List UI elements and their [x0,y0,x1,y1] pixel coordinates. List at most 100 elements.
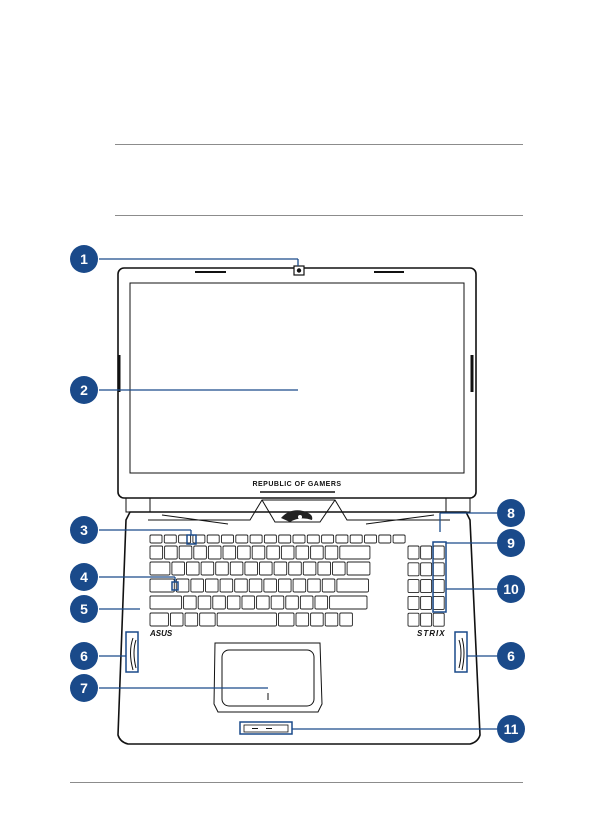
keyboard-key [172,562,185,575]
keyboard-key [315,596,328,609]
keyboard-key [300,596,313,609]
keyboard-key [421,546,432,559]
keyboard-key [260,562,273,575]
svg-text:7: 7 [80,680,88,696]
callout-5: 5 [70,595,98,623]
keyboard-key [198,596,211,609]
keyboard-key [421,613,432,626]
keyboard-key [293,579,306,592]
svg-text:3: 3 [80,522,88,538]
keyboard-key [408,596,419,609]
keyboard-key [165,546,178,559]
keyboard-key [249,579,262,592]
keyboard-key [264,535,276,543]
keyboard-key [238,546,251,559]
keyboard-key [185,613,198,626]
keyboard-key [408,613,419,626]
keyboard-key [433,563,444,576]
keyboard-key [336,535,348,543]
keyboard-key [267,546,280,559]
keyboard-key [307,535,319,543]
keyboard-key [257,596,270,609]
keyboard-key [350,535,362,543]
keyboard-key [208,546,221,559]
keyboard-key [250,535,262,543]
svg-text:6: 6 [80,648,88,664]
keyboard-key [393,535,405,543]
keyboard-key [150,535,162,543]
keyboard-key [433,580,444,593]
keyboard-key [337,579,369,592]
keyboard-key [296,613,309,626]
keyboard-key [330,596,367,609]
keyboard-key [235,579,248,592]
svg-text:9: 9 [507,535,515,551]
callout-2: 2 [70,376,98,404]
strix-logo: STRIX [417,629,446,638]
keyboard-key [433,613,444,626]
callout-3: 3 [70,516,98,544]
display-lid: REPUBLIC OF GAMERS [118,266,476,512]
callout-6-right: 6 [497,642,525,670]
screen-brand-label: REPUBLIC OF GAMERS [252,481,341,488]
callout-7: 7 [70,674,98,702]
keyboard-key [279,535,291,543]
asus-logo: ASUS [149,629,173,638]
svg-text:1: 1 [80,251,88,267]
keyboard-key [194,546,207,559]
keyboard-key [296,546,309,559]
keyboard-key [333,562,346,575]
callout-11: 11 [497,715,525,743]
keyboard-key [322,535,334,543]
right-speaker-grille [462,638,464,670]
keyboard-key [421,563,432,576]
svg-text:11: 11 [504,721,519,737]
keyboard-key [245,562,258,575]
keyboard-key [222,535,234,543]
keyboard-key [278,613,294,626]
keyboard-key [408,563,419,576]
keyboard-key [207,535,219,543]
keyboard-key [347,562,370,575]
keyboard-key [325,613,338,626]
callout-4: 4 [70,563,98,591]
svg-text:8: 8 [507,505,515,521]
touchpad-recess [214,643,322,712]
callout-6-left: 6 [70,642,98,670]
keyboard-key [289,562,302,575]
keyboard-key [187,562,200,575]
keyboard-key [271,596,284,609]
keyboard-key [242,596,255,609]
callout-10: 10 [497,575,525,603]
keyboard-key [200,613,216,626]
keyboard-key [230,562,243,575]
keyboard-key [184,596,197,609]
keyboard-key [164,535,176,543]
display-panel [130,283,464,473]
keyboard-key [150,579,174,592]
svg-text:4: 4 [80,569,88,585]
svg-text:2: 2 [80,382,88,398]
laptop-base: ASUS STRIX [118,500,480,744]
keyboard-key [433,546,444,559]
keyboard-key [217,613,276,626]
keyboard-key [205,579,218,592]
keyboard-key [252,546,265,559]
keyboard-key [286,596,299,609]
keyboard-key [150,546,163,559]
keyboard-key [340,546,370,559]
keyboard-key [179,546,192,559]
keyboard-key [236,535,248,543]
keyboard-key [220,579,233,592]
keyboard-key [150,562,170,575]
keyboard-key [227,596,240,609]
keyboard-key [213,596,226,609]
keyboard-key [311,546,324,559]
keyboard-key [223,546,236,559]
callout-9: 9 [497,529,525,557]
keyboard-key [379,535,391,543]
keyboard-key [311,613,324,626]
keyboard-key [421,596,432,609]
keyboard-key [281,546,294,559]
